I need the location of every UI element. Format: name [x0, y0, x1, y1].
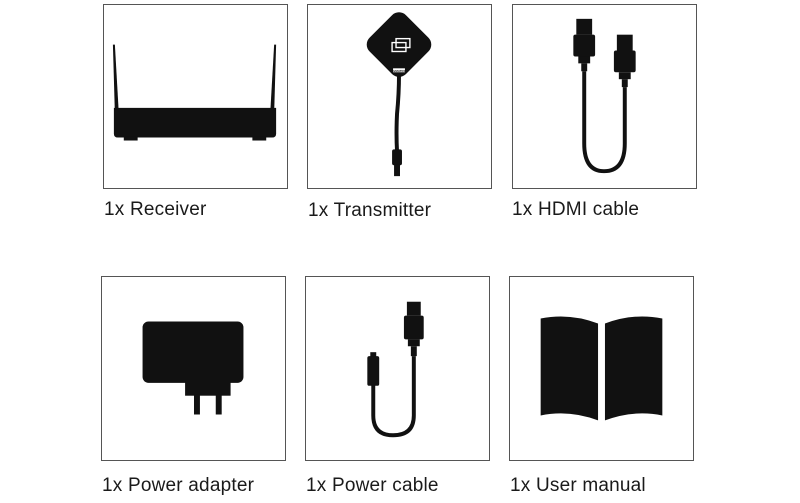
- power-cable-tile: [305, 276, 490, 461]
- power-cable-label: 1x Power cable: [306, 475, 439, 496]
- hdmi-cable-tile: [512, 4, 697, 189]
- receiver-tile: [103, 4, 288, 189]
- user-manual-tile: [509, 276, 694, 461]
- receiver-label: 1x Receiver: [104, 199, 207, 220]
- power-adapter-icon: [142, 321, 244, 415]
- user-manual-label: 1x User manual: [510, 475, 646, 496]
- router-icon: [112, 44, 277, 141]
- transmitter-tile: AVMATRIX: [307, 4, 492, 189]
- power-adapter-tile: [101, 276, 286, 461]
- transmitter-button-icon: AVMATRIX: [366, 12, 432, 177]
- power-adapter-label: 1x Power adapter: [102, 475, 255, 496]
- transmitter-label: 1x Transmitter: [308, 200, 432, 221]
- usb-power-cable-icon: [367, 301, 424, 438]
- open-book-icon: [540, 316, 663, 421]
- device-brand-text: AVMATRIX: [392, 69, 407, 73]
- hdmi-cable-icon: [573, 18, 636, 174]
- hdmi-cable-label: 1x HDMI cable: [512, 199, 640, 220]
